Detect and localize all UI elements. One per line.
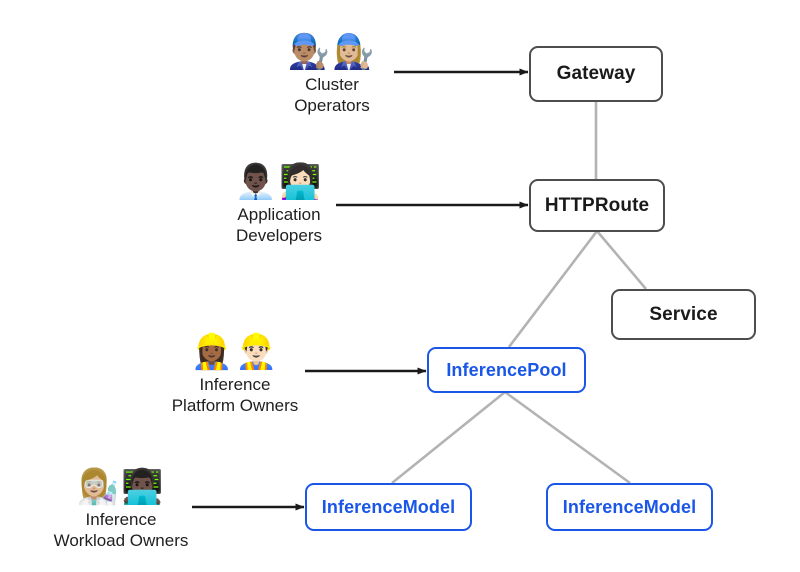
cluster-operators-icon: 👨🏽‍🔧👩🏼‍🔧 [287,32,377,72]
edge-inferencepool-inferencemodel-2 [504,390,631,485]
application-developers-icon: 👨🏿‍💼👩🏻‍💻 [234,162,324,202]
node-service[interactable]: Service [611,289,756,340]
persona-inference-platform-owners[interactable]: 👷🏾‍♀️👷🏻‍♂️ Inference Platform Owners [160,332,310,416]
inference-workload-owners-icon: 👩🏼‍🔬👨🏿‍💻 [76,467,166,507]
persona-inference-workload-owners[interactable]: 👩🏼‍🔬👨🏿‍💻 Inference Workload Owners [45,467,197,551]
node-gateway[interactable]: Gateway [529,46,663,102]
node-inferencepool-label: InferencePool [446,359,567,380]
cluster-operators-label: Cluster Operators [294,75,370,115]
node-inferencemodel-1[interactable]: InferenceModel [305,483,472,531]
application-developers-label: Application Developers [236,205,322,245]
edge-httproute-service [596,230,647,290]
persona-application-developers[interactable]: 👨🏿‍💼👩🏻‍💻 Application Developers [204,162,354,246]
node-httproute-label: HTTPRoute [544,194,650,216]
node-httproute[interactable]: HTTPRoute [529,179,665,232]
node-service-label: Service [649,303,718,325]
edge-httproute-inferencepool [507,230,599,348]
inference-platform-owners-label: Inference Platform Owners [171,375,299,415]
inference-workload-owners-label: Inference Workload Owners [53,510,189,550]
node-inferencemodel-2-label: InferenceModel [562,496,697,517]
node-inferencemodel-1-label: InferenceModel [321,496,456,517]
edge-inferencepool-inferencemodel-1 [391,390,506,485]
node-gateway-label: Gateway [556,63,636,84]
persona-cluster-operators[interactable]: 👨🏽‍🔧👩🏼‍🔧 Cluster Operators [258,32,406,116]
inference-platform-owners-icon: 👷🏾‍♀️👷🏻‍♂️ [190,332,280,372]
node-inferencemodel-2[interactable]: InferenceModel [546,483,713,531]
node-inferencepool[interactable]: InferencePool [427,347,586,393]
